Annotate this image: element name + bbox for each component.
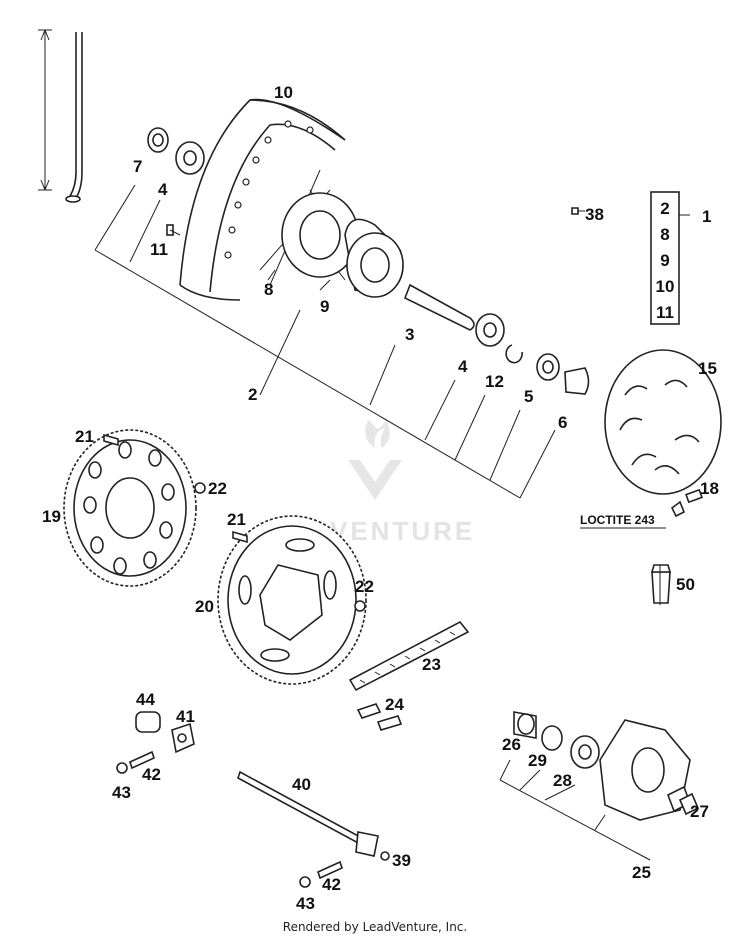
callout-12: 12	[485, 372, 504, 391]
kit-item-3: 10	[656, 277, 675, 296]
callout-43a: 43	[112, 783, 131, 802]
callout-22b: 22	[355, 577, 374, 596]
callout-21a: 21	[75, 427, 94, 446]
callout-42a: 42	[142, 765, 161, 784]
callout-11: 11	[150, 240, 168, 259]
axle-spacer-part	[403, 283, 590, 395]
callout-23: 23	[422, 655, 441, 674]
callout-29: 29	[528, 751, 547, 770]
callout-42b: 42	[322, 875, 341, 894]
callout-1: 1	[702, 207, 711, 226]
chain-link-part	[356, 703, 403, 731]
footer-credit: Rendered by LeadVenture, Inc.	[282, 920, 468, 934]
callout-9: 9	[320, 297, 329, 316]
chain-adjuster-part	[116, 711, 195, 774]
callout-19: 19	[42, 507, 61, 526]
small-fasteners	[103, 433, 366, 612]
callout-3: 3	[405, 325, 414, 344]
watermark: VENTURE	[330, 420, 475, 546]
sprocket-20-part	[217, 515, 367, 685]
callout-40: 40	[292, 775, 311, 794]
callout-27: 27	[690, 802, 709, 821]
brake-disc-part	[604, 349, 722, 495]
kit-item-1: 8	[660, 225, 669, 244]
callout-41: 41	[176, 707, 195, 726]
rim-part	[179, 98, 346, 301]
loctite-part	[650, 564, 672, 604]
chain-part	[348, 620, 470, 692]
kit-item-4: 11	[656, 303, 674, 322]
callout-25: 25	[632, 863, 651, 882]
callout-4a: 4	[158, 180, 168, 199]
callout-50: 50	[676, 575, 695, 594]
callout-28: 28	[553, 771, 572, 790]
callout-44: 44	[136, 690, 155, 709]
callout-labels: 1 2 3 4 4 5 6 7 8 9 10 11 12 15 18 19 20…	[42, 83, 719, 913]
callout-24: 24	[385, 695, 404, 714]
callout-15: 15	[698, 359, 717, 378]
callout-10: 10	[274, 83, 293, 102]
callout-38: 38	[585, 205, 604, 224]
bearings-left	[147, 127, 205, 236]
callout-18: 18	[700, 479, 719, 498]
callout-7: 7	[133, 157, 142, 176]
callout-8: 8	[264, 280, 273, 299]
callout-21b: 21	[227, 510, 246, 529]
callout-22a: 22	[208, 479, 227, 498]
kit-item-0: 2	[660, 199, 669, 218]
callout-26: 26	[502, 735, 521, 754]
callout-6: 6	[558, 413, 567, 432]
kit-box: 2 8 9 10 11	[650, 191, 680, 325]
callout-5: 5	[524, 387, 533, 406]
small-screw-38	[571, 207, 579, 215]
sprocket-carrier-part	[513, 711, 700, 821]
watermark-text: VENTURE	[330, 516, 475, 546]
callout-4b: 4	[458, 357, 468, 376]
sprocket-19-part	[63, 429, 197, 587]
hub-part	[259, 169, 404, 298]
leader-lines	[94, 184, 690, 861]
callout-39: 39	[392, 851, 411, 870]
loctite-note: LOCTITE 243	[580, 513, 655, 527]
callout-2: 2	[248, 385, 257, 404]
kit-item-2: 9	[660, 251, 669, 270]
disc-bolt-part	[670, 488, 703, 518]
callout-20: 20	[195, 597, 214, 616]
axle-part	[237, 770, 390, 888]
spoke-part	[38, 29, 83, 203]
callout-43b: 43	[296, 894, 315, 913]
